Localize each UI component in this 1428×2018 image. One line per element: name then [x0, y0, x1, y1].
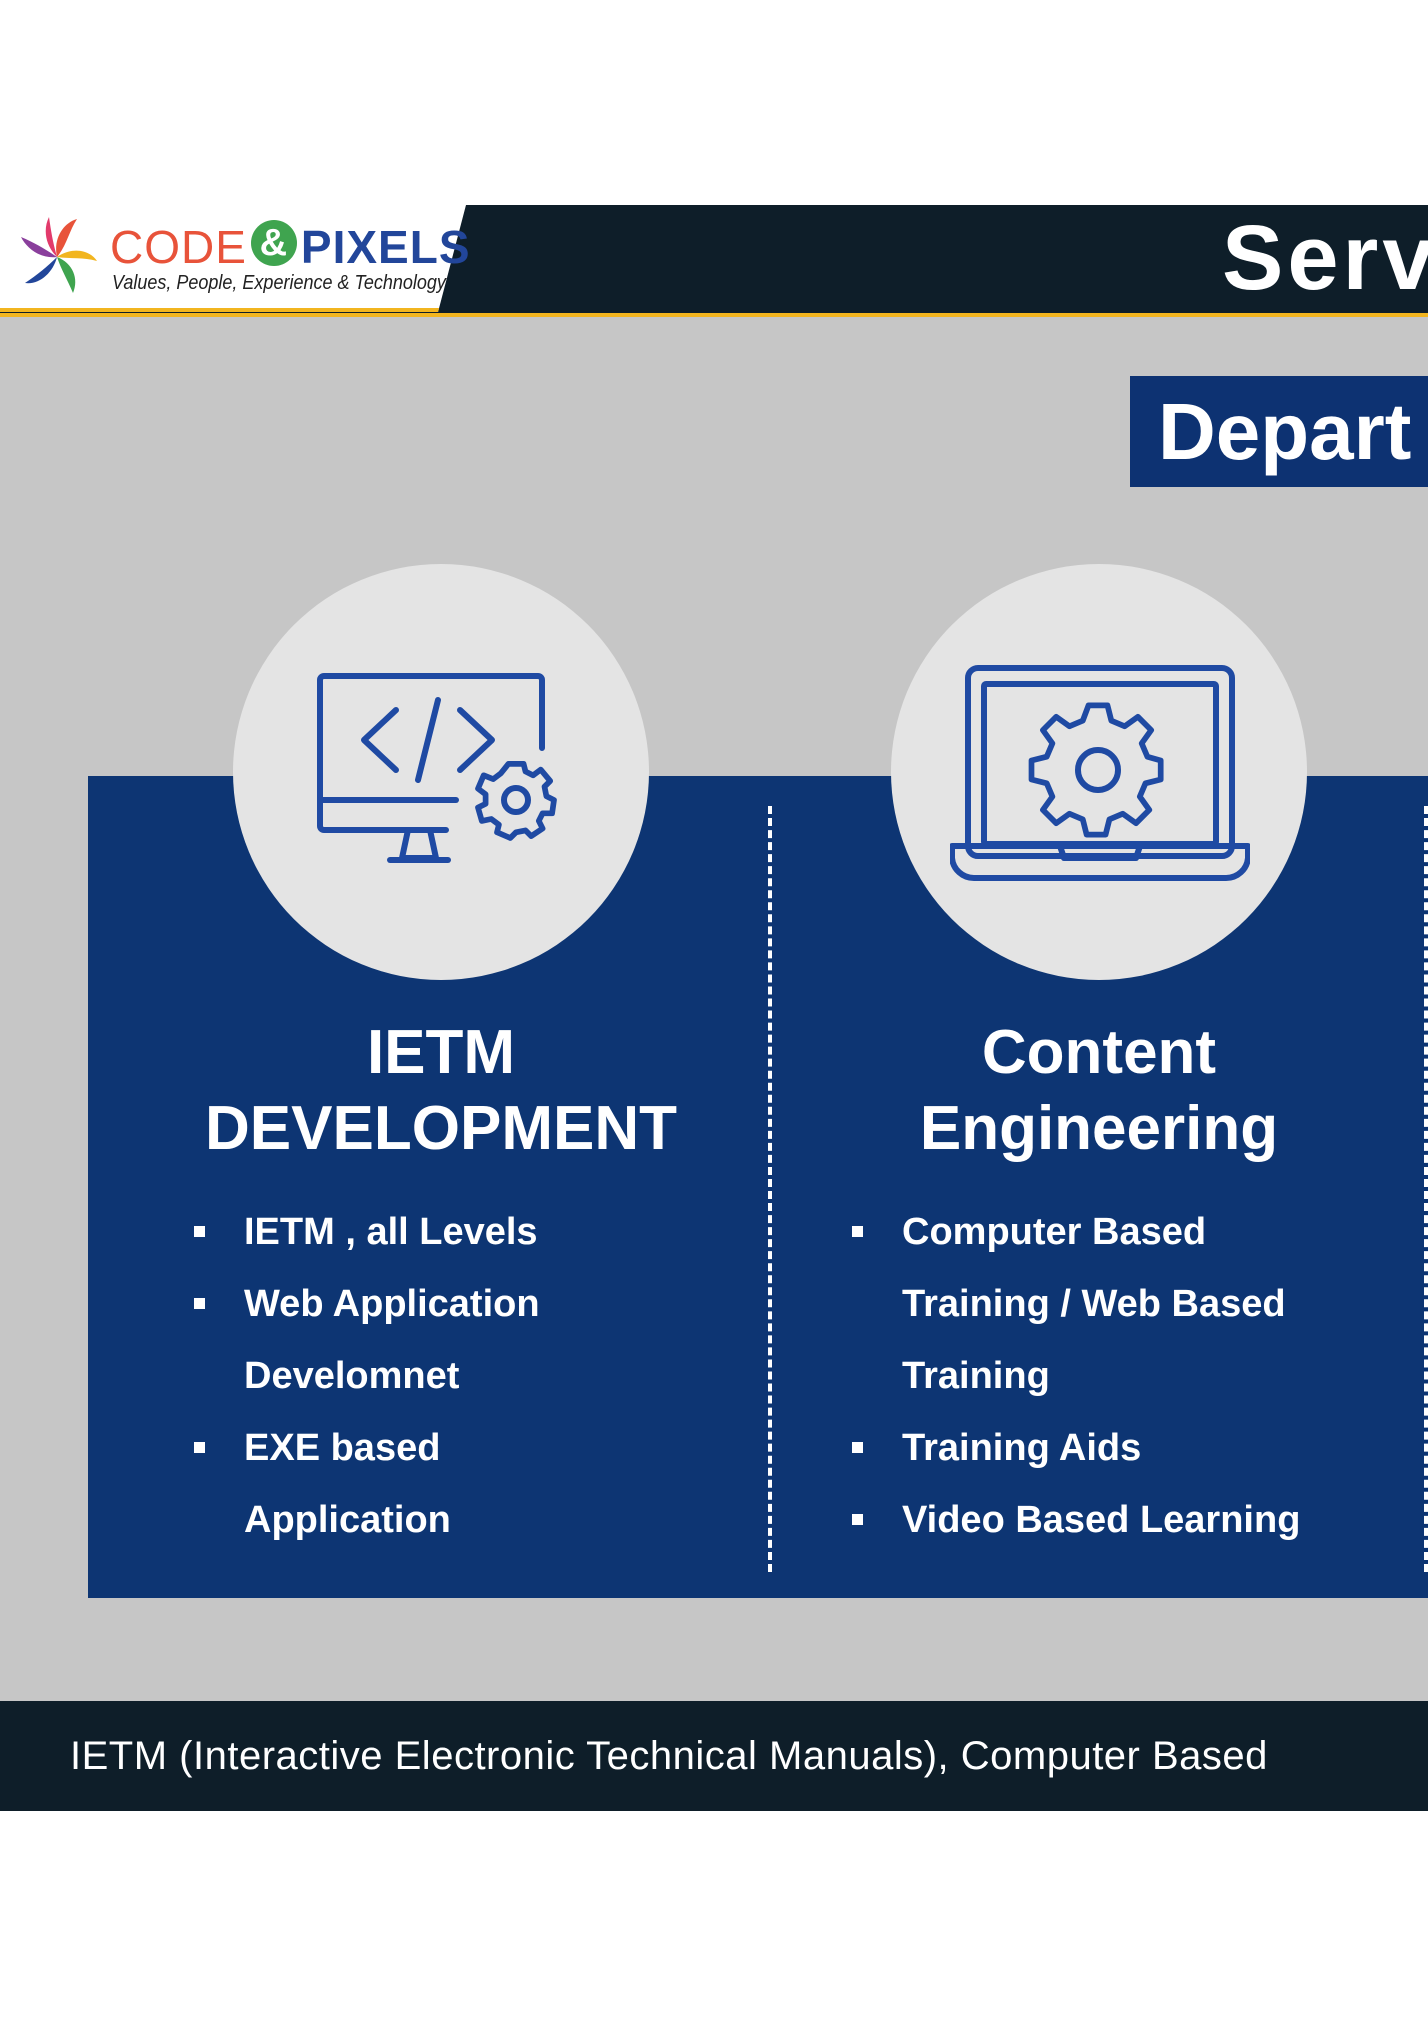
- logo-wordmark: CODE&PIXELS: [110, 220, 471, 273]
- card-title-line: Content: [981, 1018, 1217, 1087]
- logo-panel: [0, 205, 466, 312]
- footer-bar: [0, 1701, 1428, 1811]
- service-list: IETM , all Levels Web Application Develo…: [194, 1196, 540, 1556]
- list-item-line: Video Based Learning: [902, 1499, 1301, 1541]
- page-title: Serv: [1222, 207, 1428, 309]
- logo-pixels-text: PIXELS: [300, 221, 471, 273]
- card-icon-circle: [233, 564, 649, 980]
- bullet-icon: [852, 1226, 863, 1237]
- list-item-line: IETM , all Levels: [244, 1211, 538, 1253]
- logo-ampersand: &: [250, 220, 297, 266]
- monitor-code-gear-icon: [317, 673, 557, 863]
- list-item-line: Training Aids: [902, 1427, 1142, 1469]
- footer-caption: IETM (Interactive Electronic Technical M…: [70, 1734, 1268, 1778]
- list-item-line: Web Application: [244, 1283, 540, 1325]
- list-item-line: Develomnet: [244, 1355, 460, 1397]
- card-title-line: DEVELOPMENT: [205, 1094, 677, 1163]
- card-icon-circle: [891, 564, 1307, 980]
- pinwheel-logo-icon: [21, 217, 97, 293]
- column-divider: [768, 806, 772, 1572]
- department-label: Depart: [1158, 387, 1412, 476]
- department-banner: [1130, 376, 1428, 487]
- logo-code-text: CODE: [110, 221, 247, 273]
- list-item-line: Training / Web Based: [902, 1283, 1286, 1325]
- column-divider: [1424, 806, 1428, 1572]
- card-title-line: IETM: [366, 1018, 516, 1087]
- list-item: Web Application Develomnet: [194, 1268, 540, 1412]
- list-item: Training Aids: [852, 1412, 1300, 1484]
- bullet-icon: [852, 1442, 863, 1453]
- card-title: Content Engineering: [846, 1015, 1352, 1167]
- laptop-gear-icon: [950, 665, 1250, 882]
- list-item-line: Computer Based: [902, 1211, 1207, 1253]
- card-title-line: Engineering: [919, 1094, 1279, 1163]
- bullet-icon: [194, 1226, 205, 1237]
- list-item: IETM , all Levels: [194, 1196, 540, 1268]
- bullet-icon: [194, 1298, 205, 1309]
- list-item: Computer Based Training / Web Based Trai…: [852, 1196, 1300, 1412]
- list-item-line: EXE based: [244, 1427, 441, 1469]
- card-title: IETM DEVELOPMENT: [188, 1015, 694, 1167]
- bullet-icon: [194, 1442, 205, 1453]
- list-item: Video Based Learning: [852, 1484, 1300, 1556]
- list-item: EXE based Application: [194, 1412, 540, 1556]
- list-item-line: Application: [244, 1499, 451, 1541]
- bullet-icon: [852, 1514, 863, 1525]
- list-item-line: Training: [902, 1355, 1050, 1397]
- service-list: Computer Based Training / Web Based Trai…: [852, 1196, 1300, 1556]
- logo-tagline: Values, People, Experience & Technology: [112, 272, 446, 294]
